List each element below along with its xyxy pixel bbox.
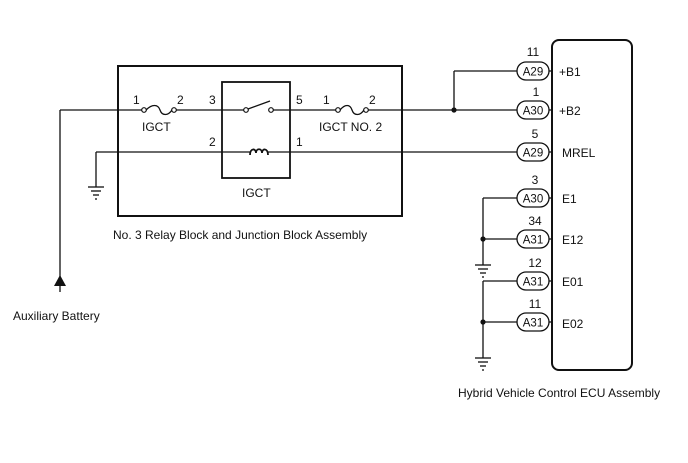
- connector-id: A31: [523, 277, 543, 289]
- e1-ground-icon: [475, 264, 491, 278]
- connector-badge: [516, 100, 550, 120]
- fuse-igct-symbol-icon: [145, 104, 173, 116]
- relay-coil-icon: [249, 148, 269, 156]
- fuse-igct2-pin-out: 2: [369, 93, 376, 107]
- connector-badge: [516, 229, 550, 249]
- fuse-igct-pin-in: 1: [133, 93, 140, 107]
- terminal-e12: A31 34 E12: [516, 214, 584, 249]
- fuse-igct2-terminal-left-icon: [335, 107, 341, 113]
- relay-coil-pin-out: 1: [296, 135, 303, 149]
- terminal-name: E12: [562, 233, 584, 247]
- b-junction-dot-icon: [451, 107, 457, 113]
- terminal-name: E02: [562, 317, 584, 331]
- connector-id: A30: [523, 194, 543, 206]
- terminal-name: MREL: [562, 146, 596, 160]
- connector-id: A29: [523, 148, 543, 160]
- connector-badge: [516, 61, 550, 81]
- terminal-e01: A31 12 E01: [516, 256, 584, 291]
- ecu-outline: [551, 39, 633, 371]
- terminal-pin: 11: [527, 45, 540, 59]
- connector-badge: [516, 312, 550, 332]
- battery-arrow-icon: [54, 275, 66, 286]
- connector-id: A31: [523, 235, 543, 247]
- relay-switch-contact-right-icon: [268, 107, 274, 113]
- fuse-igct-terminal-left-icon: [141, 107, 147, 113]
- connector-badge: [516, 188, 550, 208]
- terminal-name: +B1: [559, 65, 581, 79]
- connector-id: A31: [523, 318, 543, 330]
- relay-coil-pin-in: 2: [209, 135, 216, 149]
- relay-igct-label: IGCT: [242, 186, 271, 200]
- relay-switch-pin-out: 5: [296, 93, 303, 107]
- relay-igct-outline: [221, 81, 291, 179]
- fuse-igct-label: IGCT: [142, 120, 171, 134]
- fuse-igct: 1 2 IGCT: [133, 93, 184, 134]
- ecu-label: Hybrid Vehicle Control ECU Assembly: [458, 386, 660, 400]
- fuse-igct-no2: 1 2 IGCT NO. 2: [319, 93, 382, 134]
- fuse-igct2-pin-in: 1: [323, 93, 330, 107]
- terminal-b2: A30 1 +B2: [516, 85, 581, 120]
- terminal-pin: 34: [528, 214, 542, 228]
- relay-switch-pin-in: 3: [209, 93, 216, 107]
- terminal-e1: A30 3 E1: [516, 173, 577, 208]
- terminal-e02: A31 11 E02: [516, 297, 584, 332]
- connector-id: A30: [523, 106, 543, 118]
- terminal-pin: 11: [529, 297, 542, 311]
- fuse-igct2-symbol-icon: [339, 104, 365, 116]
- fuse-igct2-label: IGCT NO. 2: [319, 120, 382, 134]
- terminal-pin: 1: [533, 85, 540, 99]
- fuse-igct2-terminal-right-icon: [363, 107, 369, 113]
- terminal-mrel: A29 5 MREL: [516, 127, 596, 162]
- relay-igct: 3 5 2 1 IGCT: [209, 81, 303, 200]
- fuse-igct-terminal-right-icon: [171, 107, 177, 113]
- e01-ground-icon: [475, 357, 491, 371]
- relay-switch-blade-icon: [247, 100, 271, 110]
- terminal-pin: 3: [532, 173, 539, 187]
- terminal-name: E01: [562, 275, 584, 289]
- terminal-name: E1: [562, 192, 577, 206]
- auxiliary-battery: Auxiliary Battery: [13, 109, 142, 323]
- e02-junction-dot-icon: [480, 319, 486, 325]
- relay-switch-contact-left-icon: [243, 107, 249, 113]
- connector-id: A29: [523, 67, 543, 79]
- coil-ground-icon: [88, 186, 104, 200]
- e12-junction-dot-icon: [480, 236, 486, 242]
- terminal-b1: A29 11 +B1: [516, 45, 581, 81]
- terminal-name: +B2: [559, 104, 581, 118]
- connector-badge: [516, 142, 550, 162]
- battery-label: Auxiliary Battery: [13, 309, 100, 323]
- relay-block-label: No. 3 Relay Block and Junction Block Ass…: [113, 228, 367, 242]
- terminal-pin: 5: [532, 127, 539, 141]
- connector-badge: [516, 271, 550, 291]
- fuse-igct-pin-out: 2: [177, 93, 184, 107]
- relay-block-outline: [117, 65, 403, 217]
- terminal-pin: 12: [528, 256, 542, 270]
